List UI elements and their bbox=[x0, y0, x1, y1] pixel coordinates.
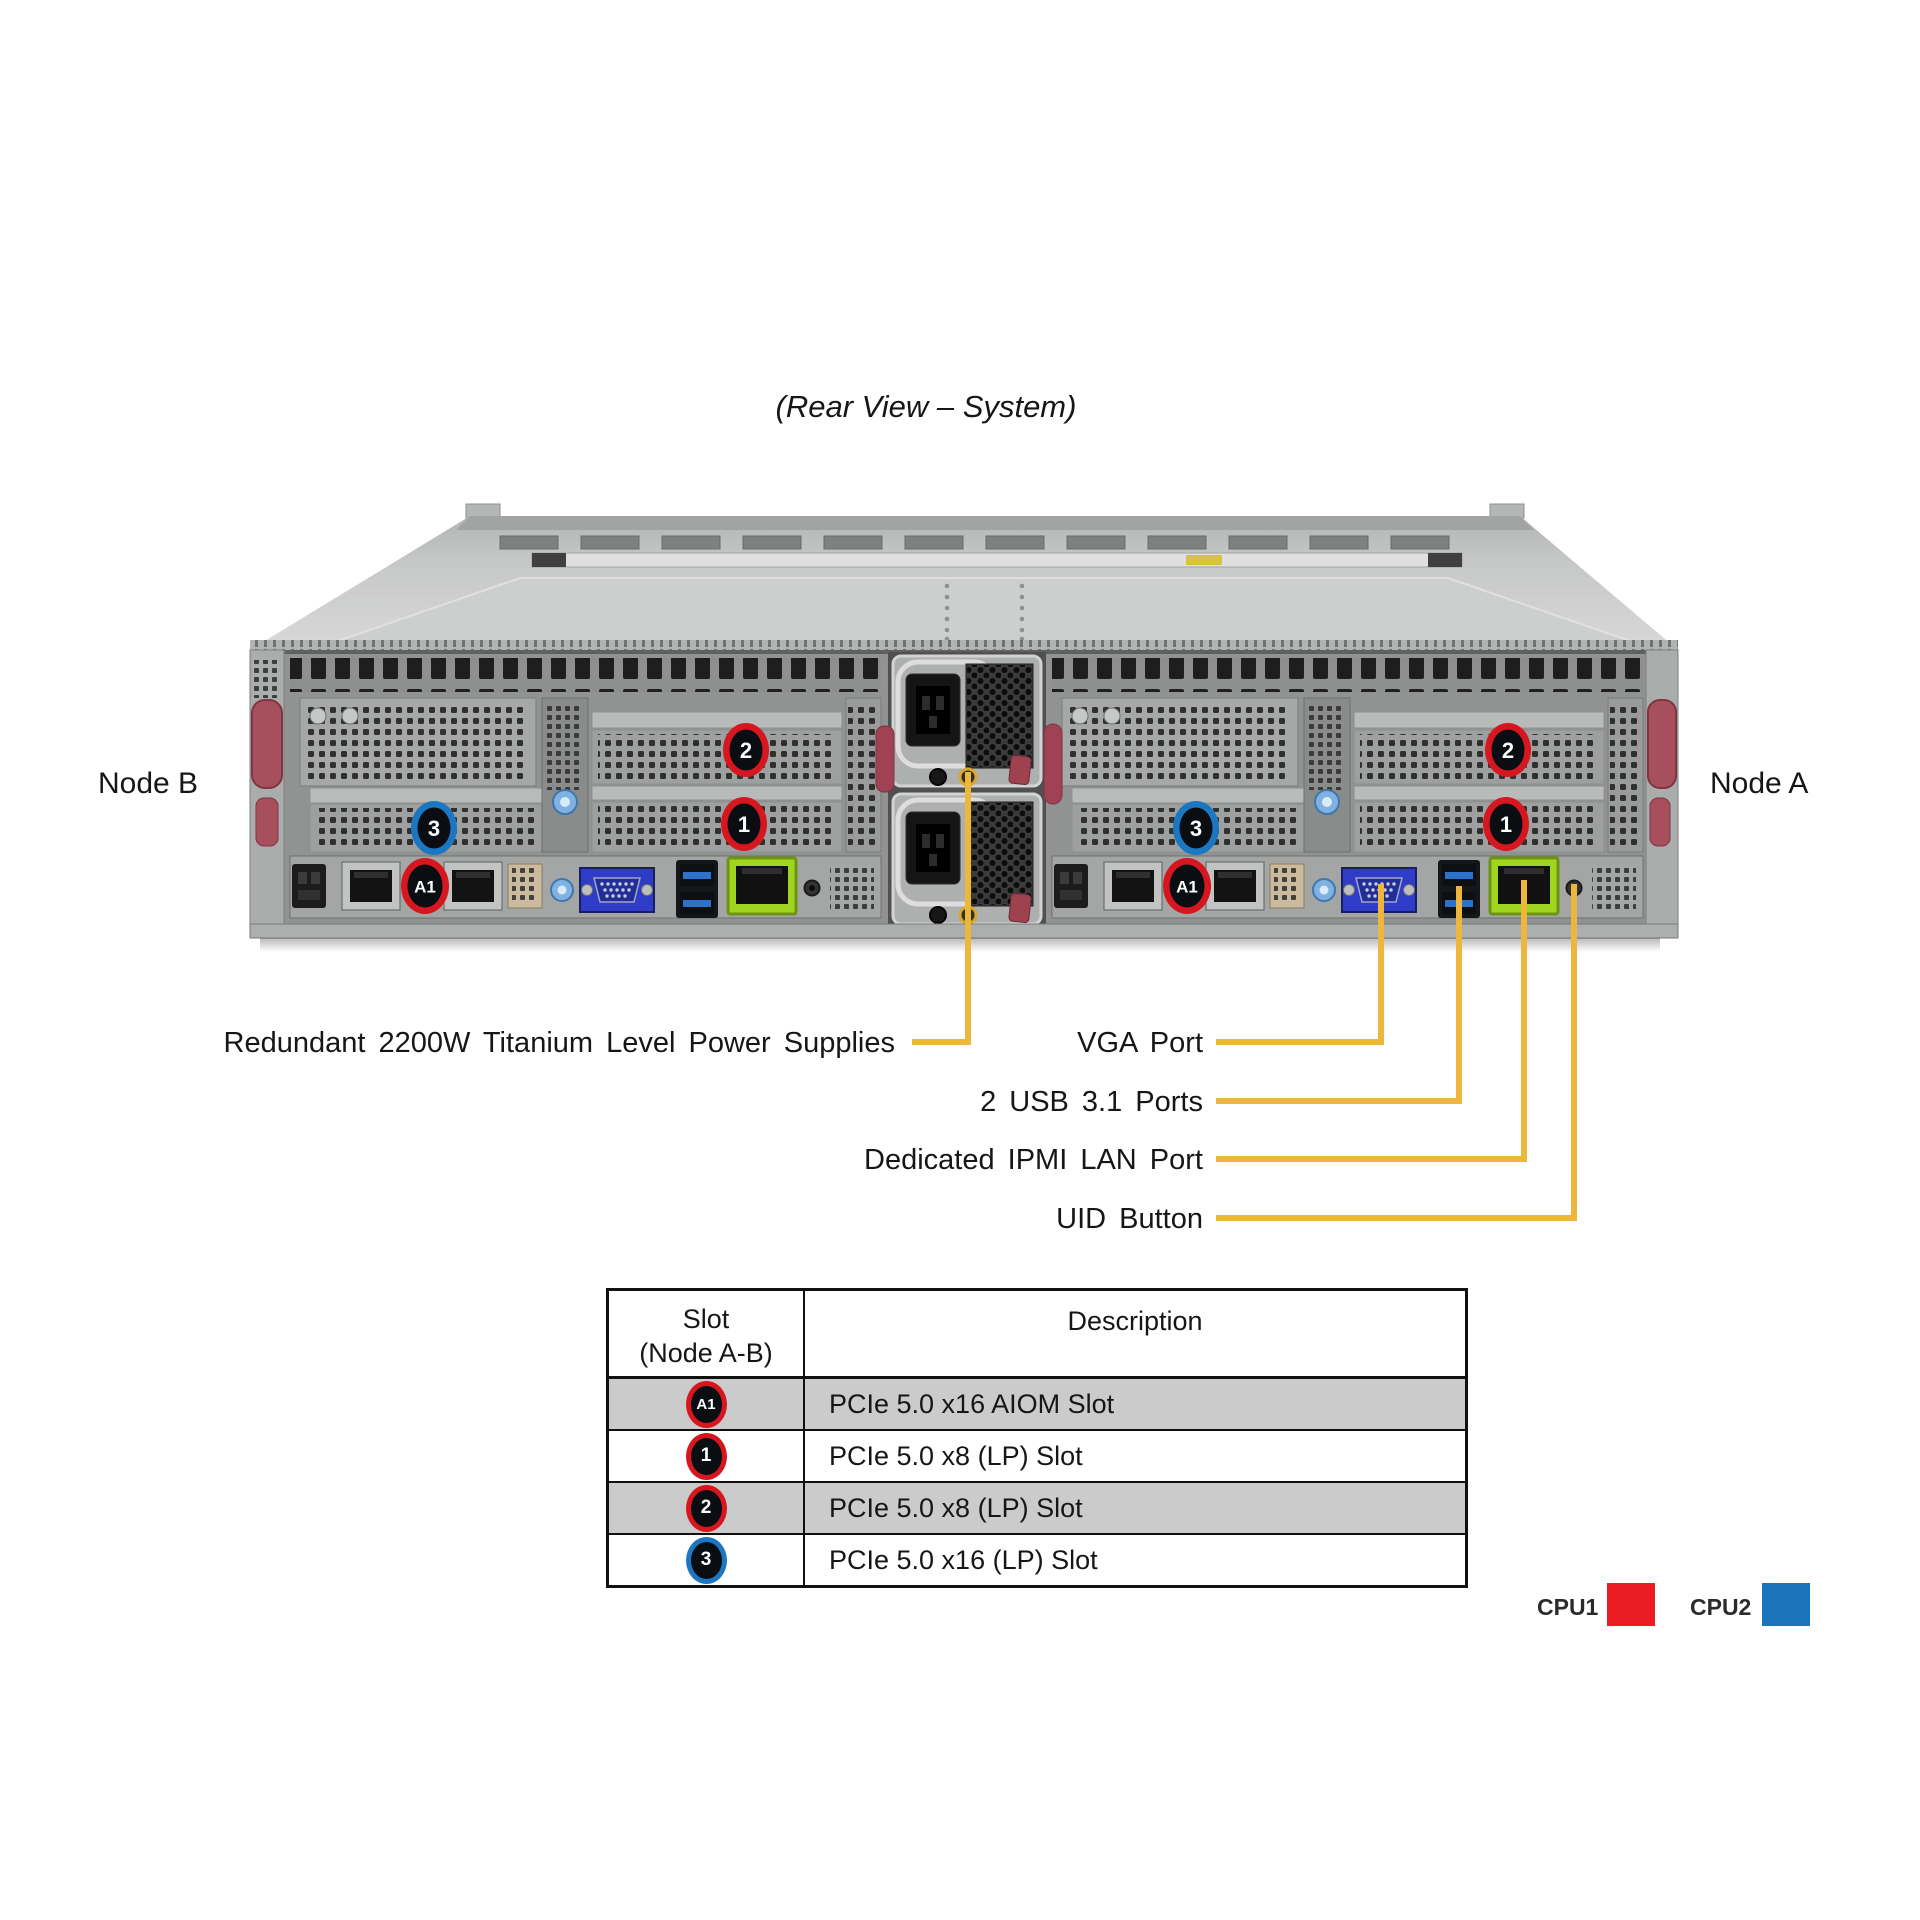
table-row: 3 PCIe 5.0 x16 (LP) Slot bbox=[609, 1535, 1465, 1585]
ipmi-callout-line bbox=[1216, 880, 1527, 1162]
node-a-latch bbox=[1647, 699, 1677, 789]
description-column-header: Description bbox=[1067, 1306, 1203, 1336]
top-handle-rail bbox=[531, 552, 1463, 568]
legend-cpu1-label: CPU1 bbox=[1537, 1594, 1599, 1620]
node-a-label: Node A bbox=[1710, 767, 1809, 800]
slot-table: Slot (Node A-B) Description A1 PCIe 5.0 … bbox=[606, 1288, 1468, 1588]
table-row: 2 PCIe 5.0 x8 (LP) Slot bbox=[609, 1483, 1465, 1535]
node-b-latch-small bbox=[255, 797, 279, 847]
right-rail bbox=[1645, 649, 1679, 939]
vga-callout-line bbox=[1216, 884, 1384, 1045]
usb-callout-label: 2 USB 3.1 Ports bbox=[980, 1086, 1203, 1118]
uid-callout-line bbox=[1216, 884, 1577, 1221]
psu-callout-line bbox=[912, 772, 971, 1045]
slot-description: PCIe 5.0 x16 AIOM Slot bbox=[829, 1388, 1115, 1419]
slot-badge-3: 3 bbox=[685, 1536, 727, 1584]
psu-top bbox=[893, 656, 1041, 786]
psu-latch-right bbox=[1043, 723, 1063, 805]
slot-description: PCIe 5.0 x8 (LP) Slot bbox=[829, 1440, 1083, 1471]
legend-cpu2-swatch bbox=[1762, 1583, 1810, 1626]
vga-callout-label: VGA Port bbox=[1077, 1027, 1203, 1059]
table-header-row: Slot (Node A-B) Description bbox=[609, 1291, 1465, 1379]
ipmi-callout-label: Dedicated IPMI LAN Port bbox=[864, 1144, 1203, 1176]
psu-callout-label: Redundant 2200W Titanium Level Power Sup… bbox=[223, 1027, 895, 1059]
chassis-top bbox=[250, 503, 1678, 652]
slot-badge-a1: A1 bbox=[685, 1380, 727, 1428]
psu-latch-left bbox=[875, 725, 895, 793]
legend-cpu1-swatch bbox=[1607, 1583, 1655, 1626]
slot-description: PCIe 5.0 x16 (LP) Slot bbox=[829, 1544, 1098, 1575]
slot-description: PCIe 5.0 x8 (LP) Slot bbox=[829, 1492, 1083, 1523]
node-a-latch-small bbox=[1649, 797, 1671, 847]
slot-badge-2: 2 bbox=[685, 1484, 727, 1532]
slot-badge-1: 1 bbox=[685, 1432, 727, 1480]
callout-lines bbox=[912, 772, 1577, 1221]
usb-callout-line bbox=[1216, 886, 1462, 1104]
uid-callout-label: UID Button bbox=[1056, 1203, 1203, 1235]
page-title: (Rear View – System) bbox=[775, 389, 1077, 424]
legend-cpu2-label: CPU2 bbox=[1690, 1594, 1752, 1620]
warning-label bbox=[1186, 555, 1222, 565]
table-row: A1 PCIe 5.0 x16 AIOM Slot bbox=[609, 1379, 1465, 1431]
slot-column-header: Slot (Node A-B) bbox=[609, 1291, 805, 1376]
node-b-latch bbox=[251, 699, 283, 789]
table-row: 1 PCIe 5.0 x8 (LP) Slot bbox=[609, 1431, 1465, 1483]
rear-panel bbox=[249, 649, 1679, 952]
node-b-label: Node B bbox=[98, 767, 199, 800]
